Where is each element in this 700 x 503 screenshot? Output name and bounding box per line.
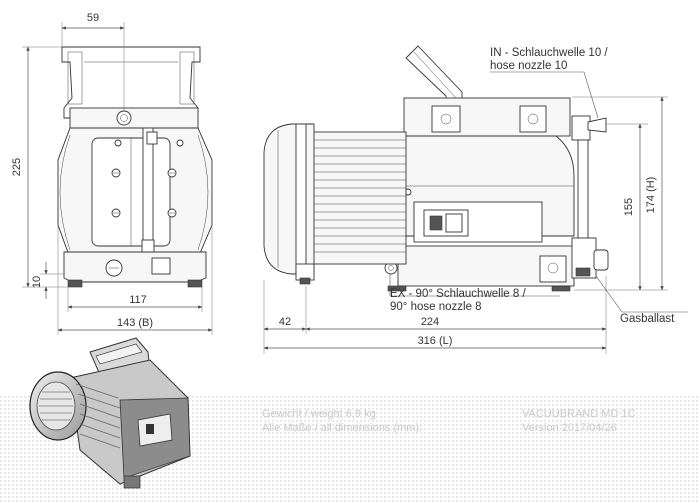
side-view	[263, 45, 609, 292]
footer-weight: Gewicht / weight 6,9 kg	[262, 408, 376, 420]
dim-front-foot-height: 10	[31, 276, 43, 288]
exhaust-callout-line2: 90° hose nozzle 8	[390, 301, 482, 313]
footer-model: VACUUBRAND MD 1C	[522, 408, 636, 420]
side-dimensions	[263, 96, 668, 354]
exhaust-callout-line1: EX - 90° Schlauchwelle 8 /	[390, 288, 526, 300]
dim-side-total-height: 174 (H)	[645, 177, 657, 214]
dim-front-height: 225	[11, 158, 23, 176]
dim-side-length: 224	[421, 316, 439, 328]
leader-lines	[389, 71, 688, 313]
dim-front-base-width: 117	[129, 294, 147, 306]
inlet-callout-line2: hose nozzle 10	[490, 60, 567, 72]
gasballast-callout: Gasballast	[620, 313, 675, 325]
dim-side-total-length: 316 (L)	[418, 335, 453, 347]
front-view	[57, 46, 213, 288]
dim-side-inlet-height: 155	[623, 198, 635, 216]
front-dimensions	[22, 22, 213, 335]
footer-units: Alle Maße / all dimensions (mm):	[262, 422, 422, 434]
dim-front-top-width: 59	[87, 12, 99, 24]
inlet-callout-line1: IN - Schlauchwelle 10 /	[490, 47, 608, 59]
dim-side-offset: 42	[279, 316, 291, 328]
footer-version: Version 2017/04/26	[522, 422, 617, 434]
pump-isometric-illustration	[29, 337, 191, 489]
dim-front-total-width: 143 (B)	[117, 317, 153, 329]
